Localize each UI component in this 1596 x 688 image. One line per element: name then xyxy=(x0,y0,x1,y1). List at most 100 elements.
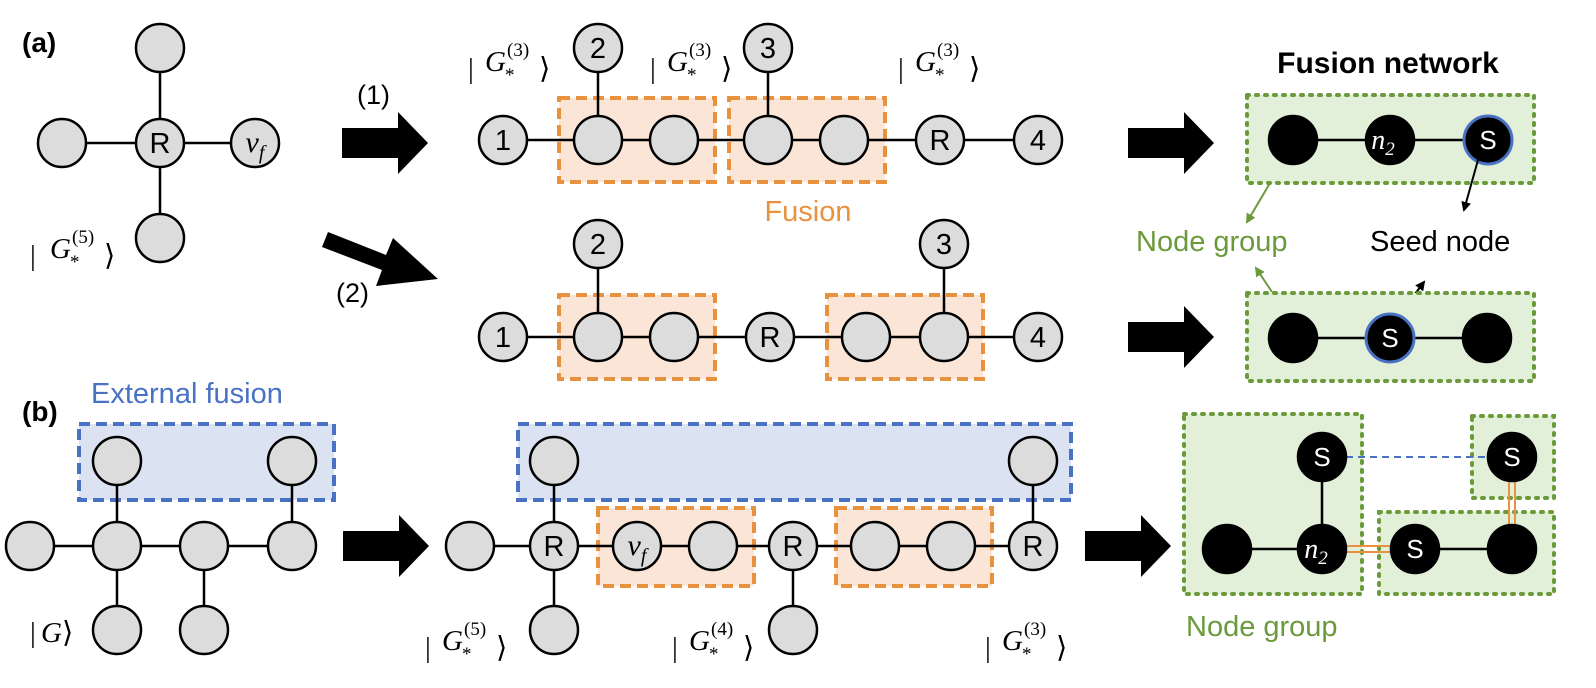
node-label-4: 4 xyxy=(1030,322,1046,354)
ket-g3-row1-b: | G * (3) ⟩ xyxy=(650,40,732,86)
node-label-2: 2 xyxy=(590,33,606,65)
ket-g3-row1-c: | G * (3) ⟩ xyxy=(898,40,980,86)
node-label-s: S xyxy=(1479,125,1496,155)
ket-g5-b: | G * (5) ⟩ xyxy=(425,619,507,665)
vf-sub: f xyxy=(259,142,267,164)
ket-base: G xyxy=(485,46,506,78)
panel-label-a: (a) xyxy=(22,27,56,58)
ket-sup: (3) xyxy=(689,40,711,61)
fusion-network-1: n2 S xyxy=(1267,114,1514,166)
ket-g3-b: | G * (3) ⟩ xyxy=(985,619,1067,665)
node-label-s: S xyxy=(1406,534,1423,564)
ket-angle: ⟩ xyxy=(743,632,754,664)
ket-base: G xyxy=(41,617,62,649)
ket-base: G xyxy=(442,625,463,657)
n2-base: n xyxy=(1371,125,1385,156)
node-label-r: R xyxy=(1023,531,1044,563)
ket-sup: (3) xyxy=(507,40,529,61)
node-group-label-b: Node group xyxy=(1186,611,1338,643)
big-arrow-b2 xyxy=(1085,515,1171,577)
node-label-n2: n2 xyxy=(1371,125,1395,160)
node-label-3: 3 xyxy=(936,229,952,261)
fusion-vertex-node xyxy=(229,117,281,169)
big-arrow-to-network-1 xyxy=(1128,112,1214,174)
ket-angle: ⟩ xyxy=(1056,632,1067,664)
graph-node xyxy=(134,212,186,264)
node-group-arrow-up xyxy=(1245,182,1271,224)
chain-row-2: 1 R 4 2 3 xyxy=(477,218,1064,363)
ket-sup: (3) xyxy=(1024,619,1046,640)
vf-base: v xyxy=(628,529,642,562)
node-label-r: R xyxy=(544,531,565,563)
ket-bar: | xyxy=(985,632,991,664)
node-label-r: R xyxy=(930,125,951,157)
ket-sub: * xyxy=(935,65,945,86)
seed-node-arrow-up xyxy=(1461,159,1479,212)
node-label-2: 2 xyxy=(590,229,606,261)
external-fusion-box xyxy=(516,422,1073,502)
big-arrow-2 xyxy=(322,232,438,286)
ket-bar: | xyxy=(468,53,474,85)
graph-node xyxy=(134,22,186,74)
seed-node xyxy=(1462,114,1514,166)
ket-base: G xyxy=(689,625,710,657)
external-fusion-label: External fusion xyxy=(91,378,283,410)
ket-angle: ⟩ xyxy=(104,240,115,272)
ket-bar: | xyxy=(425,632,431,664)
seed-node xyxy=(1364,312,1416,364)
ket-bar: | xyxy=(650,53,656,85)
step-label-1: (1) xyxy=(357,80,390,110)
big-arrow-1 xyxy=(342,112,428,174)
ket-bar: | xyxy=(30,240,36,272)
node-label-3: 3 xyxy=(760,33,776,65)
ket-sup: (5) xyxy=(464,619,486,640)
ket-sup: (4) xyxy=(711,619,733,640)
fusion-network-title: Fusion network xyxy=(1277,47,1499,80)
ket-base: G xyxy=(1002,625,1023,657)
root-node xyxy=(134,117,186,169)
fusion-network-2: S xyxy=(1267,312,1513,364)
ket-sub: * xyxy=(70,252,80,273)
ket-sub: * xyxy=(505,65,515,86)
ket-bar: | xyxy=(30,617,36,649)
node-label-n2: n2 xyxy=(1304,534,1328,569)
node-label-vf: vf xyxy=(246,126,267,164)
vf-base: v xyxy=(246,126,260,159)
ket-sup: (5) xyxy=(72,227,94,248)
node-label-s: S xyxy=(1313,442,1330,472)
ket-angle: ⟩ xyxy=(496,632,507,664)
node-label-r: R xyxy=(150,128,171,160)
big-arrow-b1 xyxy=(343,515,429,577)
n2-sub: 2 xyxy=(1385,139,1395,160)
node-label-s: S xyxy=(1381,323,1398,353)
big-arrow-to-network-2 xyxy=(1128,306,1214,368)
ket-sub: * xyxy=(687,65,697,86)
node-label-r: R xyxy=(783,531,804,563)
ket-bar: | xyxy=(672,632,678,664)
node-group-label: Node group xyxy=(1136,226,1288,258)
n2-base: n xyxy=(1304,534,1318,565)
ket-angle: ⟩ xyxy=(62,617,73,649)
fusion-network-b: S n2 S S xyxy=(1201,431,1538,575)
ket-base: G xyxy=(50,233,71,265)
ket-angle: ⟩ xyxy=(969,53,980,85)
ket-base: G xyxy=(915,46,936,78)
vf-sub: f xyxy=(641,545,649,567)
ket-g3-row1-a: | G * (3) ⟩ xyxy=(468,40,550,86)
ket-bar: | xyxy=(898,53,904,85)
node-label-s: S xyxy=(1503,442,1520,472)
chain-row-1: 1 R 4 2 3 xyxy=(477,22,1064,166)
seed-node-label: Seed node xyxy=(1370,226,1510,258)
node-label-4: 4 xyxy=(1030,125,1046,157)
node-label-1: 1 xyxy=(495,322,511,354)
ket-sup: (3) xyxy=(937,40,959,61)
node-group-arrow-down xyxy=(1254,266,1273,293)
node-label-vf: vf xyxy=(628,529,649,567)
ket-g: | G ⟩ xyxy=(30,617,73,649)
ket-base: G xyxy=(667,46,688,78)
ket-g5-left: | G * (5) ⟩ xyxy=(30,227,115,273)
node-label-1: 1 xyxy=(495,125,511,157)
ket-angle: ⟩ xyxy=(539,53,550,85)
ket-sub: * xyxy=(462,644,472,665)
